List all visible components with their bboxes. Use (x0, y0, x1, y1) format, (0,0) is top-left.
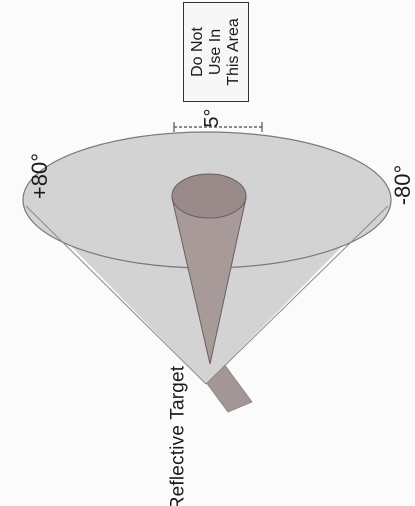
warning-line-3: This Area (225, 18, 242, 86)
warning-line-2: Use In (207, 28, 224, 76)
angle-label-5deg: 5° (201, 108, 223, 128)
warning-line-1: Do Not (189, 27, 206, 77)
outer-cone-edge-left (25, 205, 207, 385)
do-not-use-box: Do Not Use In This Area (183, 2, 249, 102)
inner-cone-ellipse (171, 173, 247, 219)
outer-cone-edge-right (205, 205, 389, 385)
angle-label-plus80: +80° (27, 152, 52, 200)
reflective-target-label: Reflective Target (167, 365, 189, 506)
angle-label-minus80: -80° (390, 164, 415, 206)
